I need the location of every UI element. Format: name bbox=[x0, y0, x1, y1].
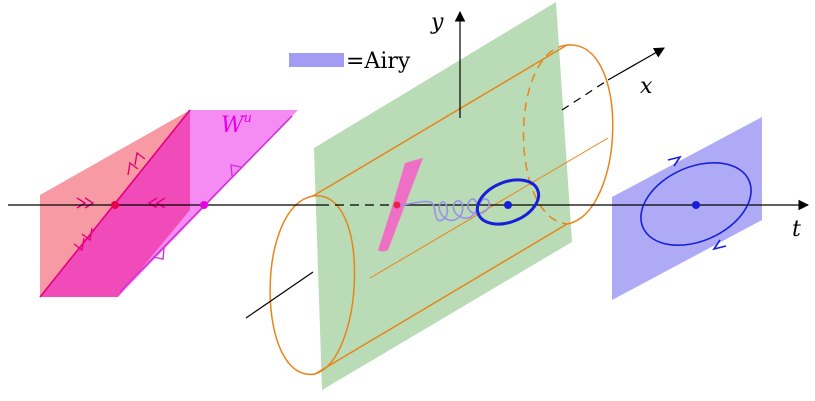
x-axis-dashed bbox=[561, 79, 609, 111]
cylinder bbox=[269, 44, 614, 375]
orbit-arrow-bottom bbox=[712, 239, 727, 251]
stable-node-dot bbox=[111, 201, 119, 209]
cylinder-left-ellipse bbox=[269, 195, 356, 375]
airy-legend-text: =Airy bbox=[346, 49, 411, 74]
cylinder-inner-line bbox=[369, 137, 609, 279]
green-plane bbox=[314, 2, 572, 390]
x-axis-back bbox=[245, 271, 314, 319]
airy-legend-swatch bbox=[289, 53, 344, 67]
cylinder-top-edge bbox=[312, 44, 568, 197]
cylinder-bottom-edge bbox=[314, 223, 568, 375]
center-dot bbox=[504, 201, 512, 209]
blue-plane bbox=[612, 117, 762, 300]
x-axis-solid bbox=[607, 47, 665, 81]
cylinder-back-solid bbox=[566, 44, 614, 225]
blue-orbit bbox=[475, 178, 541, 226]
t-axis-label: t bbox=[792, 217, 801, 242]
cylinder-back-dashed bbox=[522, 44, 568, 225]
right-center-dot bbox=[692, 201, 700, 209]
orbit-arrow-top bbox=[667, 155, 682, 167]
spiral-curve bbox=[397, 197, 490, 222]
x-axis-label: x bbox=[640, 74, 653, 99]
unstable-node-dot bbox=[200, 201, 208, 209]
y-axis-label: y bbox=[430, 10, 444, 35]
red-dot-on-cylinder bbox=[393, 201, 401, 209]
wu-label: Wu bbox=[221, 111, 252, 138]
axes bbox=[8, 10, 810, 319]
left-flow-arrows bbox=[73, 151, 242, 260]
right-orbit bbox=[640, 161, 752, 247]
